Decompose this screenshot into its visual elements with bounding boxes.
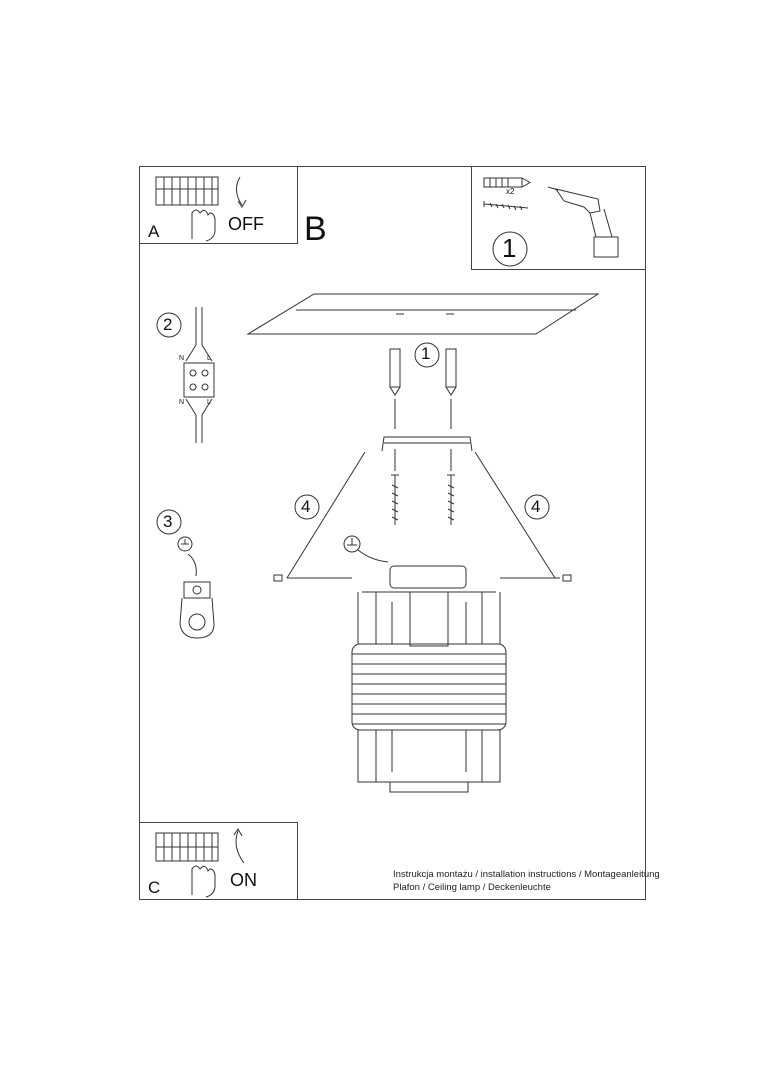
plugs-and-screws-illustration <box>381 348 473 525</box>
instruction-frame <box>139 166 646 900</box>
ceiling-plate-illustration <box>246 293 600 335</box>
panel-a-power-off: A OFF <box>139 166 298 244</box>
step-4-right-circle <box>524 494 550 520</box>
breaker-on-illustration <box>155 828 245 898</box>
tools-panel: x2 1 <box>471 166 646 270</box>
lamp-canopy <box>389 565 467 589</box>
right-side-screw-icon <box>562 574 572 582</box>
ground-connector-illustration <box>177 536 215 639</box>
step-4-left-number: 4 <box>301 497 311 516</box>
wall-plug-icon <box>483 177 523 188</box>
bulb-socket <box>409 591 449 647</box>
tools-step-number: 1 <box>502 233 517 263</box>
panel-a-letter: A <box>148 222 160 241</box>
on-label: ON <box>230 870 257 890</box>
step-1-circle <box>414 342 440 368</box>
mounting-bracket <box>381 436 473 452</box>
tools-illustration <box>483 177 619 258</box>
panel-c-letter: C <box>148 878 161 897</box>
left-wall-plug-icon <box>389 348 401 388</box>
step-2-number: 2 <box>163 315 173 334</box>
right-wall-plug-icon <box>445 348 457 388</box>
step-4-left-circle <box>294 494 320 520</box>
plug-quantity: x2 <box>506 187 515 196</box>
panel-c-power-on: C ON <box>139 822 298 900</box>
breaker-off-illustration <box>155 176 247 242</box>
step-3-circle <box>156 509 182 535</box>
left-side-screw-icon <box>273 574 283 582</box>
left-screw-icon <box>391 474 399 525</box>
ground-icon <box>177 536 193 552</box>
step-2-circle <box>156 312 182 338</box>
caption-product-type: Plafon / Ceiling lamp / Deckenleuchte <box>393 882 551 893</box>
tools-step-circle <box>492 231 528 267</box>
step-3-number: 3 <box>163 512 173 531</box>
wire-n-top: N <box>179 355 185 362</box>
rope-wrap <box>351 643 507 731</box>
wire-l-bottom: L <box>207 399 211 406</box>
wire-l-top: L <box>207 355 211 362</box>
panel-b-letter: B <box>304 210 327 248</box>
lamp-illustration <box>351 565 507 793</box>
step-4-right-number: 4 <box>531 497 541 516</box>
wire-n-bottom: N <box>179 399 185 406</box>
caption-instructions: Instrukcja montażu / installation instru… <box>393 869 660 880</box>
terminal-block-illustration <box>183 307 215 443</box>
off-label: OFF <box>228 214 264 234</box>
step-1-number: 1 <box>421 344 431 363</box>
lamp-ground-icon <box>343 535 389 563</box>
right-screw-icon <box>447 474 455 525</box>
